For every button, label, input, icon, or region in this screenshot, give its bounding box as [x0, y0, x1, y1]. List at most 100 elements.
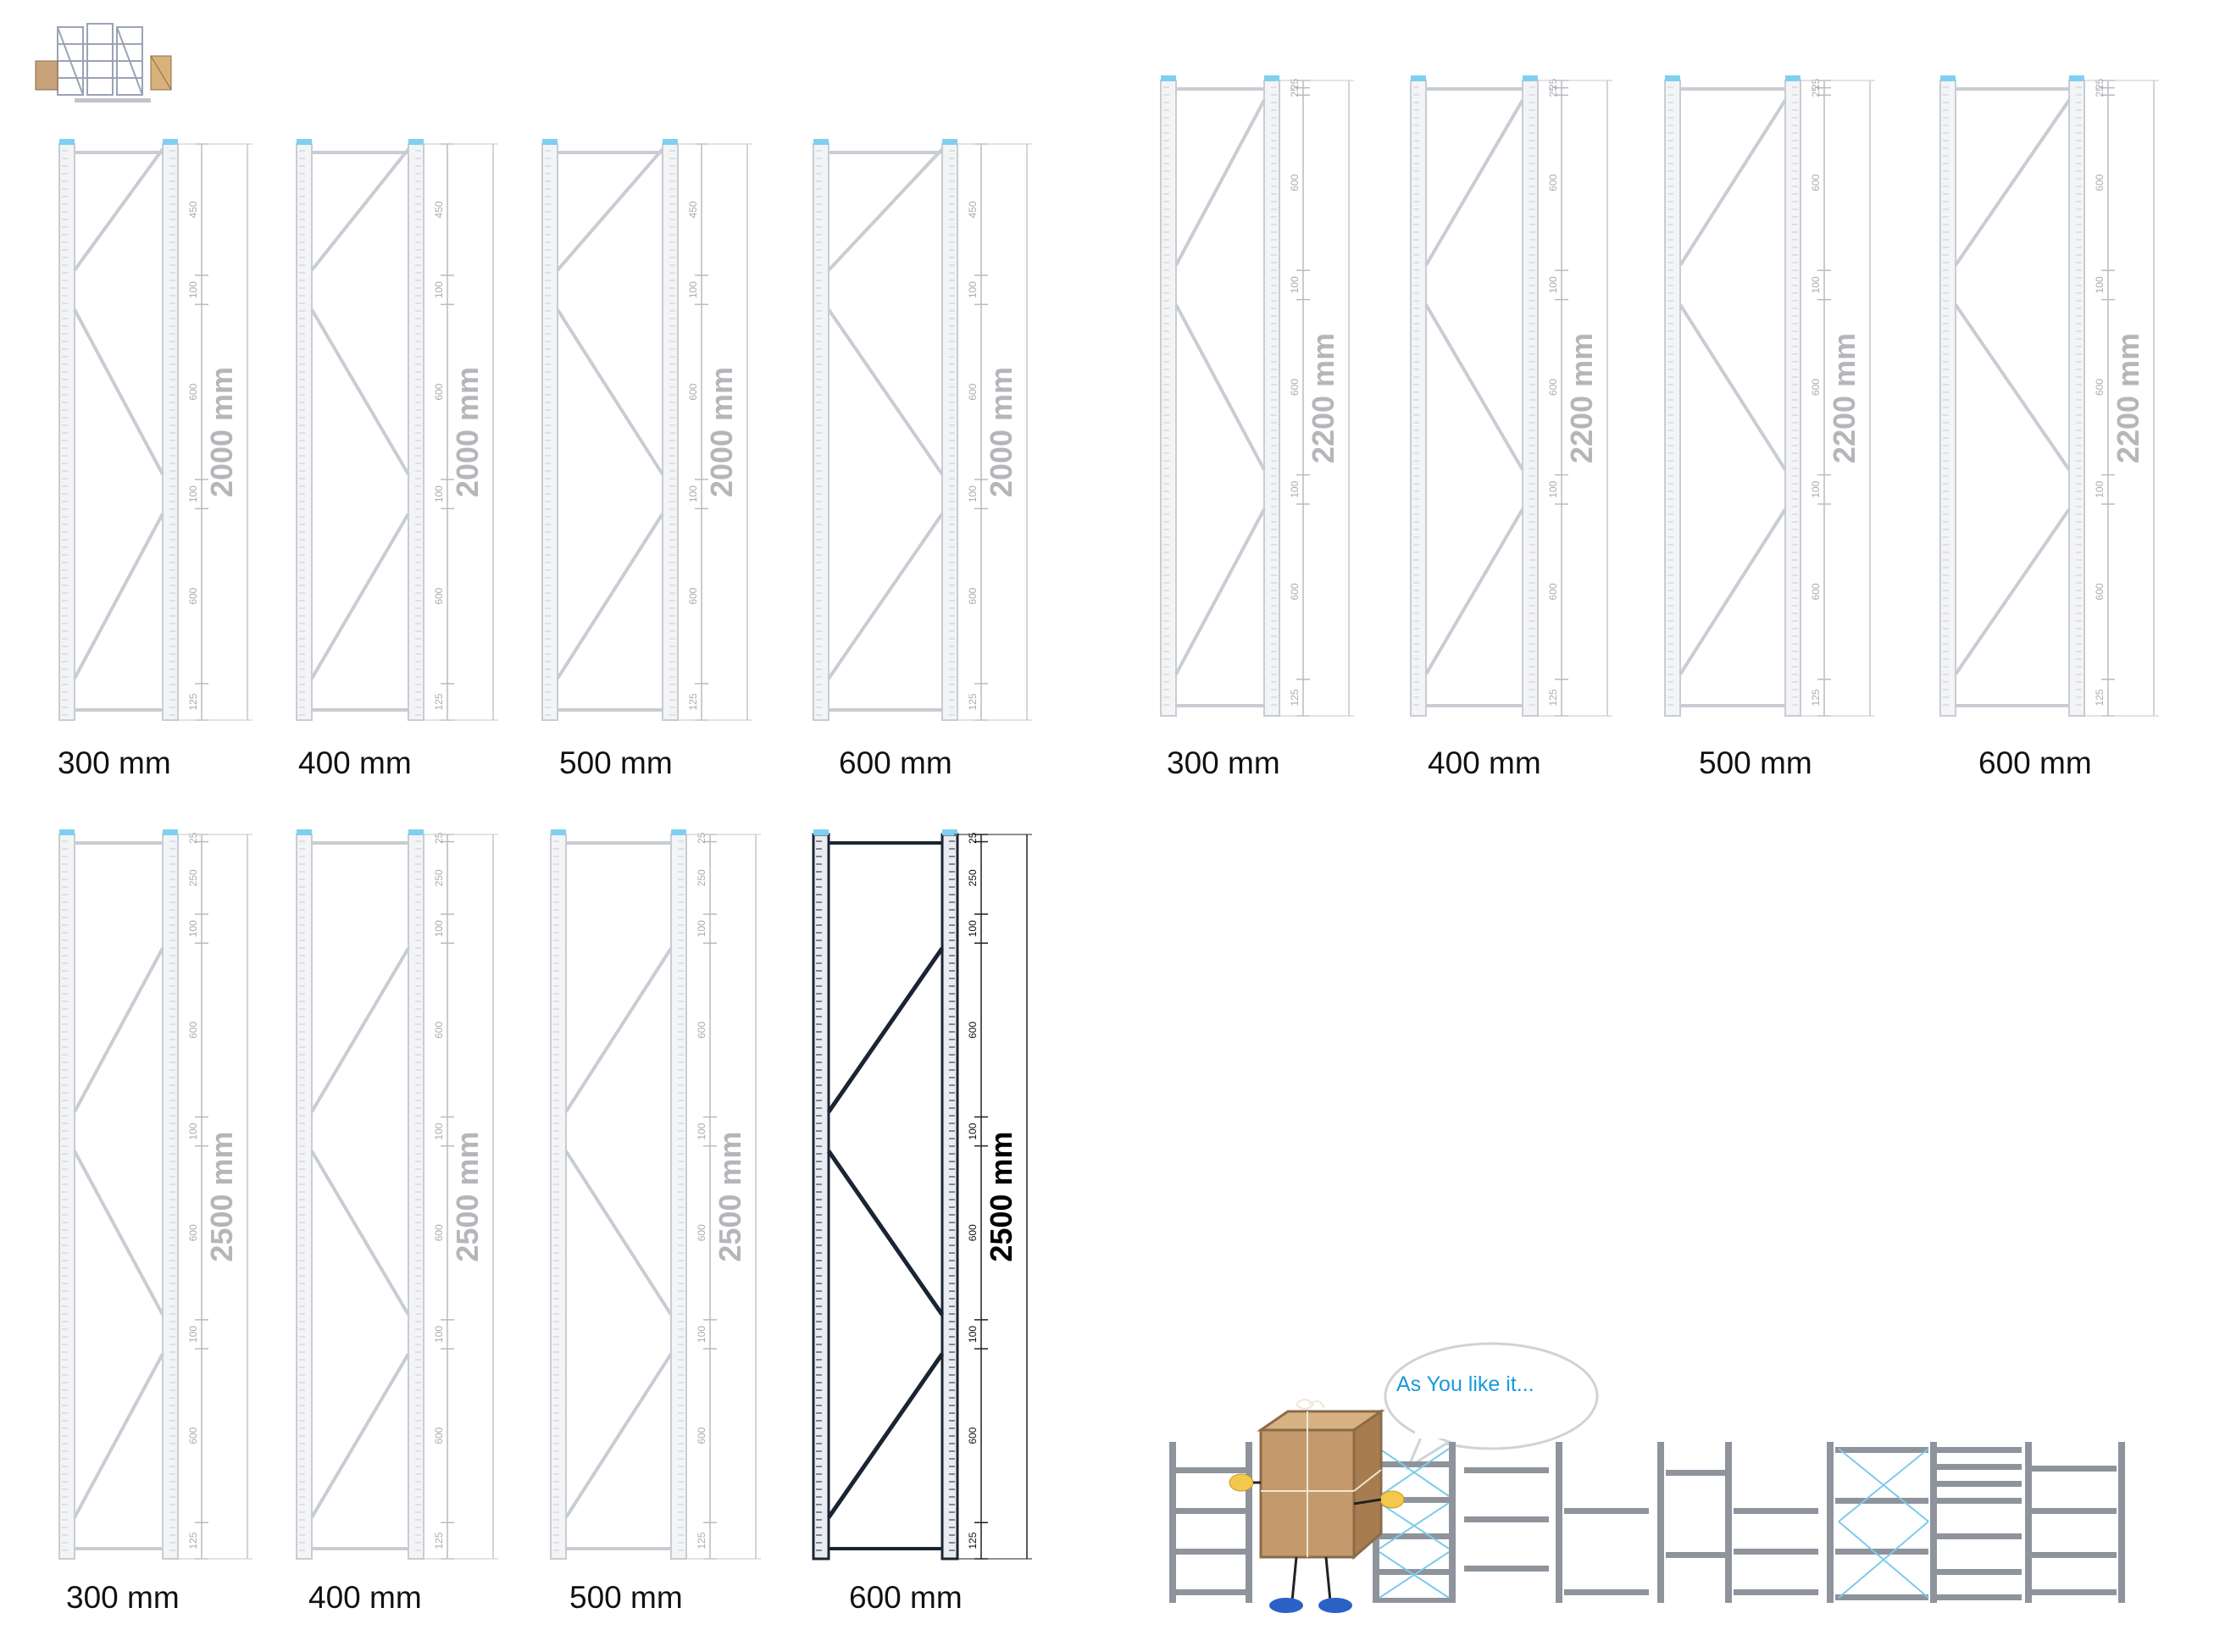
top-cap-right — [408, 139, 424, 145]
segment-dimension: 100 — [967, 281, 979, 298]
segment-dimension: 100 — [967, 920, 979, 937]
segment-dimension: 100 — [967, 485, 979, 502]
segment-dimension: 125 — [1810, 689, 1822, 706]
frame-height-label: 2200 mm — [1564, 333, 1599, 463]
segment-dimension: 25 — [2094, 78, 2106, 90]
segment-dimension: 600 — [2094, 174, 2106, 191]
segment-dimension: 600 — [187, 1224, 199, 1241]
top-cap-right — [663, 139, 678, 145]
segment-dimension: 450 — [433, 201, 445, 218]
segment-dimension: 600 — [187, 1427, 199, 1444]
segment-dimension: 600 — [187, 383, 199, 400]
diagonal-brace — [73, 1353, 164, 1519]
segment-dimension: 600 — [433, 1427, 445, 1444]
diagonal-brace — [73, 308, 164, 475]
diagonal-brace — [73, 947, 164, 1113]
segment-dimension: 600 — [696, 1427, 707, 1444]
top-cap-right — [1785, 75, 1801, 81]
left-upright — [58, 834, 75, 1560]
segment-dimension: 125 — [967, 1532, 979, 1549]
diagonal-brace — [73, 1150, 164, 1316]
company-logo — [24, 19, 185, 112]
frame-height-label: 2000 mm — [204, 367, 239, 497]
segment-dimension: 450 — [687, 201, 699, 218]
segment-dimension: 600 — [1289, 174, 1301, 191]
top-cap-left — [551, 829, 566, 835]
diagonal-brace — [1424, 507, 1524, 675]
frame-height-label: 2500 mm — [450, 1131, 485, 1261]
diagonal-brace — [827, 147, 944, 272]
frame-width-label: 400 mm — [308, 1580, 422, 1615]
segment-dimension: 100 — [433, 485, 445, 502]
diagonal-brace — [1954, 507, 2071, 676]
segment-dimension: 100 — [187, 485, 199, 502]
segment-dimension: 25 — [2094, 86, 2106, 97]
segment-dimension: 100 — [187, 920, 199, 937]
segment-dimension: 25 — [696, 832, 707, 844]
segment-dimension: 100 — [1289, 480, 1301, 497]
frame-height-label: 2500 mm — [204, 1131, 239, 1261]
segment-dimension: 600 — [687, 383, 699, 400]
segment-dimension: 100 — [2094, 276, 2106, 293]
segment-dimension: 600 — [696, 1224, 707, 1241]
segment-dimension: 100 — [433, 920, 445, 937]
left-upright — [550, 834, 567, 1560]
frame-width-label: 400 mm — [298, 746, 412, 780]
diagonal-brace — [564, 947, 673, 1113]
top-cap-left — [1940, 75, 1956, 81]
frame-height-label: 2200 mm — [1827, 333, 1862, 463]
diagonal-brace — [827, 308, 944, 476]
frame-width-label: 300 mm — [1167, 746, 1280, 780]
diagonal-brace — [310, 147, 410, 272]
segment-dimension: 125 — [967, 693, 979, 710]
right-upright — [162, 143, 179, 721]
segment-dimension: 250 — [187, 869, 199, 886]
frame-height-label: 2200 mm — [1306, 333, 1340, 463]
segment-dimension: 600 — [967, 383, 979, 400]
segment-dimension: 100 — [967, 1123, 979, 1139]
segment-dimension: 600 — [1547, 174, 1559, 191]
top-cap-left — [813, 829, 829, 835]
segment-dimension: 600 — [967, 1224, 979, 1241]
segment-dimension: 125 — [433, 1532, 445, 1549]
segment-dimension: 600 — [1810, 379, 1822, 396]
segment-dimension: 100 — [433, 1123, 445, 1139]
frame-width-label: 600 mm — [1978, 746, 2092, 780]
segment-dimension: 25 — [1810, 78, 1822, 90]
segment-dimension: 25 — [1547, 78, 1559, 90]
frame-width-label: 300 mm — [58, 746, 171, 780]
diagonal-brace — [826, 1352, 945, 1519]
frame-height-label: 2000 mm — [704, 367, 739, 497]
left-upright — [812, 833, 830, 1561]
frame-height-label: 2000 mm — [450, 367, 485, 497]
segment-dimension: 25 — [1289, 86, 1301, 97]
segment-dimension: 100 — [687, 485, 699, 502]
segment-dimension: 600 — [1289, 583, 1301, 600]
segment-dimension: 25 — [967, 832, 979, 844]
segment-dimension: 125 — [687, 693, 699, 710]
frame-height-label: 2500 mm — [984, 1131, 1018, 1261]
segment-dimension: 100 — [1547, 480, 1559, 497]
segment-dimension: 600 — [1810, 174, 1822, 191]
segment-dimension: 100 — [1547, 276, 1559, 293]
left-upright — [813, 143, 830, 721]
segment-dimension: 25 — [1289, 78, 1301, 90]
segment-dimension: 600 — [433, 383, 445, 400]
diagonal-brace — [564, 1150, 673, 1316]
right-upright — [162, 834, 179, 1560]
diagonal-brace — [1174, 99, 1266, 267]
frame-height-label: 2500 mm — [713, 1131, 747, 1261]
